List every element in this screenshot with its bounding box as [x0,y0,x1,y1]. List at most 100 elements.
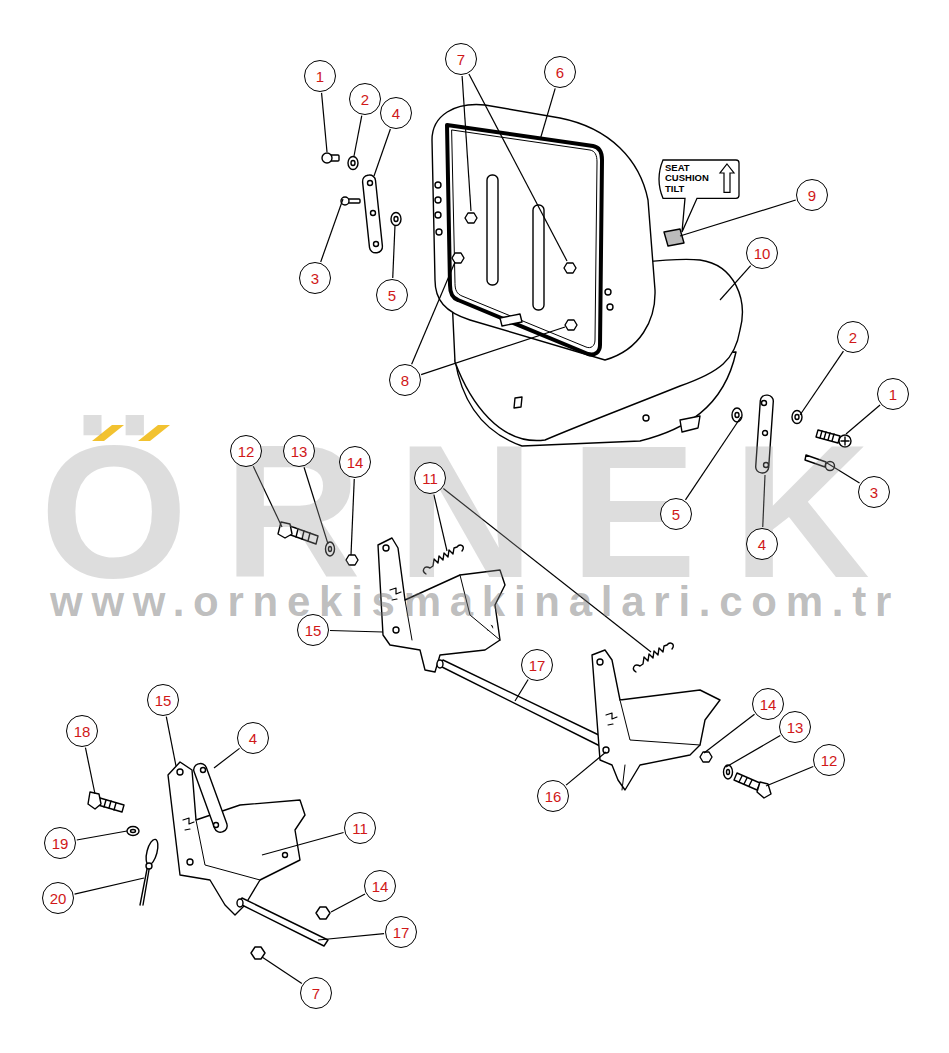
tilt-link [192,762,229,834]
leader-line [330,630,383,632]
callout-label: 2 [361,92,369,107]
tilt-hardware-left [322,153,401,253]
callout-number: 13 [779,711,811,743]
seat-bracket [622,765,625,790]
callout-number: 2 [349,83,381,115]
callout-number: 17 [521,649,553,681]
lower-hardware [144,838,160,866]
leader-line [354,116,362,156]
callout-number: 2 [837,321,869,353]
callout-number: 7 [445,43,477,75]
seat-bracket [168,762,305,915]
leader-line [166,717,176,766]
hex-nut [565,320,577,330]
seat-bracket [393,627,399,633]
leader-line [85,748,95,794]
callout-number: 1 [304,60,336,92]
callout-number: 15 [297,614,329,646]
lower-hardware [88,792,101,809]
callout-label: 11 [352,821,368,836]
callout-number: 4 [237,722,269,754]
callout-number: 7 [300,977,332,1009]
bolt-group-right [734,773,760,790]
callout-number: 3 [858,476,890,508]
callout-label: 6 [556,65,564,80]
callout-label: 13 [787,720,804,735]
callout-label: 3 [870,485,878,500]
seat-bracket [592,650,720,790]
callout-label: 4 [249,731,257,746]
seat-bracket [168,762,305,915]
callout-label: 15 [155,693,172,708]
hex-nut [316,907,330,919]
leader-line [421,327,565,375]
hex-nut [465,213,477,223]
bolt-group-right [739,776,752,786]
tilt-link [214,823,219,828]
seat-cushion [514,397,522,408]
tilt-hardware-left [374,242,379,247]
seat-backrest [605,289,611,295]
seat-backrest [487,175,498,285]
tilt-hardware-left [391,213,401,226]
callout-number: 11 [414,462,446,494]
bolt-group-right [724,765,772,798]
leader-line [469,74,567,261]
leader-line [462,76,471,211]
lower-hardware [127,827,139,836]
lower-hardware [146,863,152,869]
callout-label: 1 [316,69,324,84]
callout-number: 12 [813,744,845,776]
seat-backrest [447,125,602,355]
seat-backrest [533,205,544,310]
callout-number: 12 [230,435,262,467]
callout-label: 5 [388,288,396,303]
callout-label: 15 [305,623,322,638]
lower-hardware [104,800,116,810]
watermark-logo: ÖRNEK [40,416,906,606]
seat-backrest [452,130,597,348]
callout-label: 16 [545,789,562,804]
seat-bracket [597,659,603,665]
lower-hardware [98,798,124,812]
callout-number: 13 [283,435,315,467]
callout-label: 4 [758,537,766,552]
leader-line [262,833,344,855]
tilt-link [192,762,229,834]
decal-outline [659,160,739,232]
pivot-rod [238,898,328,946]
tilt-hardware-right [762,401,767,406]
callout-number: 4 [746,528,778,560]
seat-bracket [606,713,617,725]
tilt-link [201,768,206,773]
leader-line [566,752,606,785]
pivot-rod [438,660,605,746]
callout-number: 3 [299,262,331,294]
callout-number: 5 [660,498,692,530]
seat-bracket [196,820,260,880]
callout-label: 17 [529,658,546,673]
callout-label: 19 [52,836,69,851]
callout-label: 1 [889,387,897,402]
callout-number: 8 [389,364,421,396]
callout-number: 9 [796,179,828,211]
callout-label: 18 [74,724,91,739]
leader-line [393,225,395,278]
callout-label: 3 [311,271,319,286]
hex-nut [452,253,464,263]
seat-bracket [177,769,183,775]
watermark-url: www.ornekismakinalari.com.tr [50,581,900,623]
bolt-group-right [724,765,733,779]
bolt-group-right [727,770,730,775]
callout-number: 15 [147,684,179,716]
callout-number: 19 [44,827,76,859]
callout-label: 11 [422,471,438,486]
seat-backrest [435,212,441,218]
callout-label: 14 [372,879,389,894]
leader-line [322,93,327,152]
tilt-hardware-left [362,174,383,253]
callout-label: 9 [808,188,816,203]
leader-line [766,766,813,786]
arrow-icon [720,164,734,192]
